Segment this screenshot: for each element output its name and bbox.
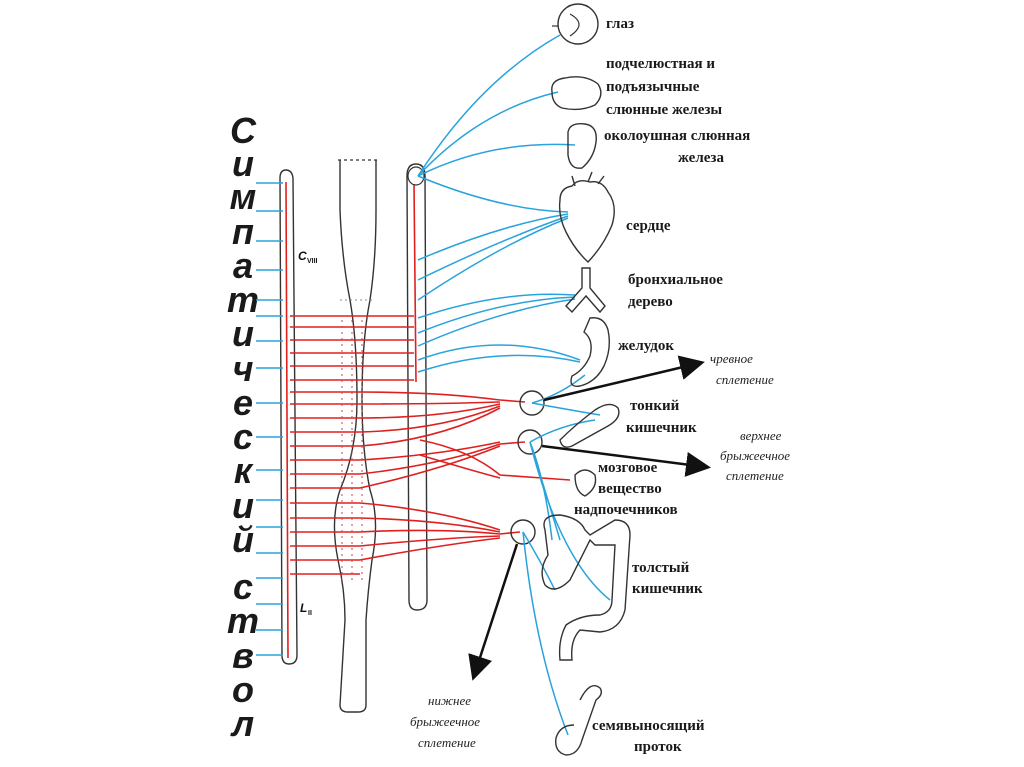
svg-text:мозговое: мозговое: [598, 460, 658, 476]
cord-dashes: [341, 320, 363, 580]
inferior-mesenteric-plexus-arrow: [468, 543, 519, 681]
svg-text:слюнные железы: слюнные железы: [606, 102, 722, 118]
trunk-title-char: м: [230, 176, 257, 217]
organ-label-bronchi: бронхиальное дерево: [628, 272, 723, 310]
celiac-ganglion: [519, 390, 545, 416]
trunk-title-char: в: [232, 635, 254, 676]
svg-text:дерево: дерево: [628, 294, 673, 310]
plexus-label-superior-mesenteric: верхнее брыжеечное сплетение: [720, 428, 790, 483]
trunk-title-char: ч: [233, 348, 254, 389]
svg-text:брыжеечное: брыжеечное: [410, 714, 480, 729]
svg-text:вещество: вещество: [598, 481, 662, 497]
svg-text:кишечник: кишечник: [626, 420, 697, 436]
red-preganglionic-fibers: [290, 315, 571, 575]
organ-label-stomach: желудок: [618, 338, 674, 354]
trunk-title-char: е: [233, 382, 253, 423]
left-trunk-blue-rami: [256, 182, 283, 656]
svg-text:тонкий: тонкий: [630, 398, 680, 414]
svg-text:подъязычные: подъязычные: [606, 79, 700, 95]
organ-label-eye: глаз: [606, 16, 634, 32]
organ-label-large-intestine: толстый кишечник: [632, 560, 703, 597]
svg-text:C: C: [298, 249, 307, 263]
svg-text:сердце: сердце: [626, 218, 671, 234]
segment-label-lii: L II: [300, 601, 312, 617]
svg-text:глаз: глаз: [606, 16, 634, 32]
svg-text:верхнее: верхнее: [740, 428, 782, 443]
small-intestine-organ: [559, 403, 620, 448]
segment-label-cviii: C VIII: [298, 249, 318, 265]
superior-mesenteric-ganglion: [517, 429, 543, 455]
trunk-title-char: т: [227, 279, 259, 320]
trunk-title-char: т: [227, 600, 259, 641]
svg-text:подчелюстная и: подчелюстная и: [606, 56, 715, 72]
stomach-organ: [570, 317, 611, 387]
organ-label-submandibular: подчелюстная и подъязычные слюнные желез…: [606, 56, 722, 118]
svg-text:желудок: желудок: [618, 338, 674, 354]
svg-text:бронхиальное: бронхиальное: [628, 272, 723, 288]
eye-organ: [552, 3, 599, 45]
svg-text:надпочечников: надпочечников: [574, 502, 678, 518]
trunk-title-char: й: [232, 519, 254, 560]
trunk-title-char: п: [232, 211, 254, 252]
large-intestine-organ: [541, 514, 631, 661]
organ-label-vas-deferens: семявыносящий проток: [592, 718, 705, 755]
parotid-gland-organ: [567, 122, 597, 169]
right-sympathetic-trunk: [406, 163, 428, 611]
right-trunk-red-line: [413, 183, 417, 383]
svg-text:сплетение: сплетение: [716, 372, 774, 387]
adrenal-organ: [574, 469, 597, 497]
svg-text:проток: проток: [634, 739, 682, 755]
svg-text:L: L: [300, 601, 307, 615]
svg-text:толстый: толстый: [632, 560, 690, 576]
svg-text:брыжеечное: брыжеечное: [720, 448, 790, 463]
svg-text:чревное: чревное: [710, 351, 753, 366]
left-sympathetic-trunk: [279, 169, 298, 665]
organ-label-heart: сердце: [626, 218, 671, 234]
superior-mesenteric-plexus-arrow: [541, 444, 711, 477]
plexus-label-inferior-mesenteric: нижнее брыжеечное сплетение: [410, 693, 480, 750]
spinal-cord: [333, 159, 378, 713]
trunk-title-char: л: [230, 703, 254, 744]
trunk-title-char: и: [232, 485, 254, 526]
svg-text:нижнее: нижнее: [428, 693, 471, 708]
heart-organ: [558, 171, 615, 263]
trunk-title-char: с: [233, 416, 253, 457]
svg-text:VIII: VIII: [307, 258, 318, 265]
svg-text:кишечник: кишечник: [632, 581, 703, 597]
svg-text:сплетение: сплетение: [418, 735, 476, 750]
submandibular-gland-organ: [551, 76, 602, 111]
left-trunk-red-line: [285, 181, 289, 659]
trunk-title-char: с: [233, 566, 253, 607]
inferior-mesenteric-ganglion: [510, 519, 536, 545]
trunk-title: С и м п а т и ч е с к и й с т в о л: [227, 110, 259, 744]
vas-deferens-organ: [555, 685, 603, 756]
trunk-title-char: о: [232, 669, 254, 710]
trunk-title-char: и: [232, 143, 254, 184]
celiac-plexus-arrow: [543, 355, 705, 402]
svg-text:сплетение: сплетение: [726, 468, 784, 483]
svg-text:II: II: [308, 610, 312, 617]
trunk-title-char: а: [233, 245, 253, 286]
organ-label-parotid: околоушная слюнная железа: [604, 128, 750, 166]
trunk-title-char: С: [230, 110, 257, 151]
organ-label-small-intestine: тонкий кишечник: [626, 398, 697, 436]
bronchi-organ: [565, 267, 606, 314]
plexus-label-celiac: чревное сплетение: [710, 351, 774, 387]
superior-cervical-ganglion: [407, 166, 425, 186]
svg-text:железа: железа: [678, 150, 724, 166]
organ-label-adrenal: мозговое вещество надпочечников: [574, 460, 678, 518]
svg-text:околоушная слюнная: околоушная слюнная: [604, 128, 750, 144]
svg-text:семявыносящий: семявыносящий: [592, 718, 705, 734]
blue-postganglionic-fibers: [417, 34, 611, 736]
trunk-title-char: и: [232, 313, 254, 354]
trunk-title-char: к: [234, 450, 254, 491]
